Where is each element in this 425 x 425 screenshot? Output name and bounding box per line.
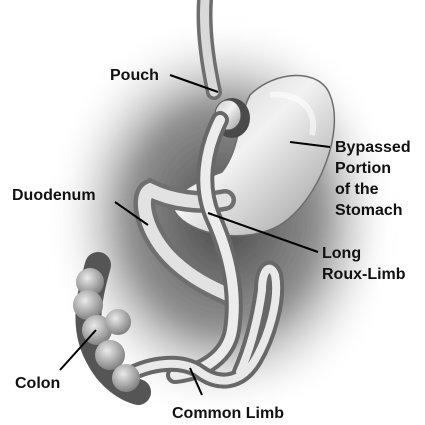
pouch-label: Pouch	[110, 67, 159, 84]
roux-label-line-2: Roux-Limb	[322, 266, 406, 283]
common-limb-label: Common Limb	[172, 405, 284, 422]
bypassed-label-line-1: Bypassed	[335, 139, 411, 156]
colon-label: Colon	[15, 375, 60, 392]
roux-label-line-1: Long	[322, 245, 361, 262]
duodenum-label: Duodenum	[12, 187, 96, 204]
bypassed-label-line-4: Stomach	[335, 202, 403, 219]
esophagus	[204, 0, 214, 92]
bypassed-label-line-2: Portion	[335, 160, 391, 177]
bypassed-label-line-3: of the	[335, 181, 379, 198]
